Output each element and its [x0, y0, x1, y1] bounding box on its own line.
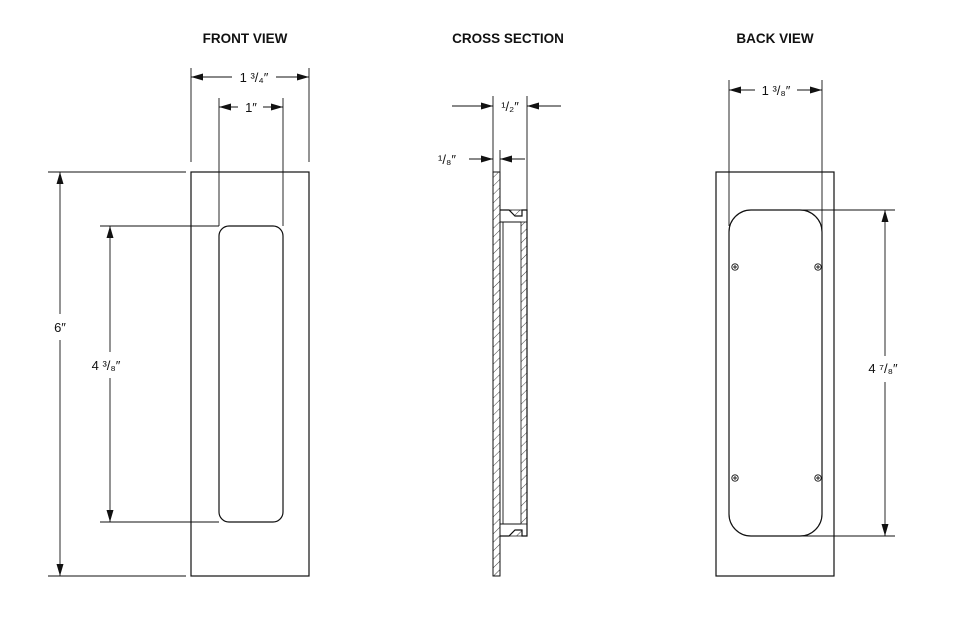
- arrow-head: [56, 172, 64, 184]
- section-flange-top: [508, 209, 523, 217]
- arrow-head: [191, 73, 203, 81]
- front-height-label: 6″: [54, 320, 66, 335]
- arrow-head: [297, 73, 309, 81]
- section-plate-label: ¹/₈″: [438, 152, 456, 167]
- front-view-title: FRONT VIEW: [203, 31, 288, 46]
- back-width-label: 1 ³/₈″: [762, 83, 791, 98]
- section-flange-bottom: [508, 529, 523, 537]
- cross-section-view: ¹/₂″ ¹/₈″: [438, 96, 561, 577]
- arrow-head: [481, 102, 493, 110]
- arrow-head: [106, 226, 114, 238]
- back-cup-outline: [728, 209, 823, 537]
- front-inner-width-label: 1″: [245, 100, 257, 115]
- arrow-head: [106, 510, 114, 522]
- front-plate-outline: [190, 171, 310, 577]
- screw-icon: [814, 474, 822, 482]
- front-view: 1 ³/₄″ 1″ 6″ 4 ³/₈″: [48, 68, 310, 577]
- arrow-head: [729, 86, 741, 94]
- arrow-head: [56, 564, 64, 576]
- screw-icon: [731, 263, 739, 271]
- arrow-head: [527, 102, 539, 110]
- arrow-head: [500, 155, 512, 163]
- front-cup-outline: [218, 225, 284, 523]
- back-view-title: BACK VIEW: [736, 31, 814, 46]
- arrow-head: [810, 86, 822, 94]
- back-height-label: 4 ⁷/₈″: [868, 361, 898, 376]
- cross-section-title: CROSS SECTION: [452, 31, 564, 46]
- back-view: 1 ³/₈″ 4 ⁷/₈″: [715, 80, 898, 577]
- front-inner-height-label: 4 ³/₈″: [92, 358, 121, 373]
- arrow-head: [219, 103, 231, 111]
- arrow-head: [881, 524, 889, 536]
- screw-icon: [814, 263, 822, 271]
- arrow-head: [881, 210, 889, 222]
- arrow-head: [271, 103, 283, 111]
- section-faceplate: [492, 171, 501, 577]
- arrow-head: [481, 155, 493, 163]
- screw-icon: [731, 474, 739, 482]
- section-cup-back: [520, 221, 528, 525]
- front-width-label: 1 ³/₄″: [240, 70, 269, 85]
- back-plate-outline: [715, 171, 835, 577]
- section-depth-label: ¹/₂″: [501, 99, 519, 114]
